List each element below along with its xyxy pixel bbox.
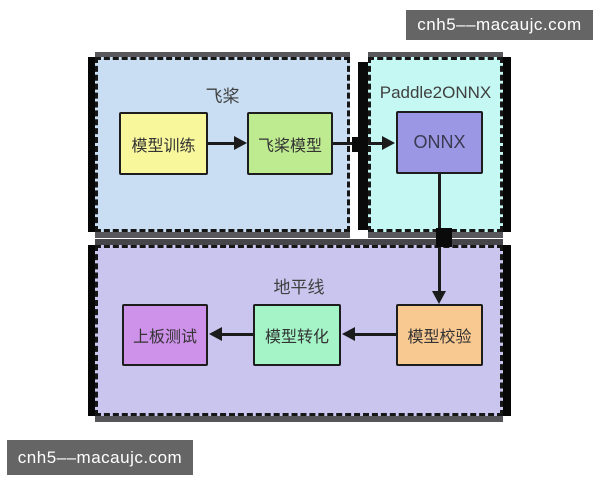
group-horizon-title: 地平线 <box>273 278 325 297</box>
arrow-verify-to-convert-line <box>355 333 396 336</box>
node-model-convert: 模型转化 <box>253 304 341 366</box>
arrow-train-to-model-line <box>208 142 236 145</box>
arrow-train-to-model-head <box>234 136 247 150</box>
connector-square-middle <box>436 228 452 247</box>
arrow-verify-to-convert-head <box>342 327 355 341</box>
arrow-model-to-onnx-head <box>382 136 395 150</box>
node-model-train: 模型训练 <box>119 112 208 175</box>
watermark-top: cnh5––macaujc.com <box>406 10 593 40</box>
node-board-test: 上板测试 <box>122 304 208 366</box>
group-paddle-title: 飞桨 <box>205 87 240 106</box>
node-model-verify: 模型校验 <box>396 304 483 366</box>
arrow-onnx-to-verify-head <box>432 291 446 304</box>
arrow-convert-to-board-head <box>209 327 222 341</box>
connector-square-top <box>352 137 368 152</box>
group-paddle2onnx-title: Paddle2ONNX <box>379 83 492 102</box>
node-paddle-model: 飞桨模型 <box>247 112 333 175</box>
node-onnx: ONNX <box>396 111 483 174</box>
watermark-bottom: cnh5––macaujc.com <box>7 440 193 475</box>
arrow-convert-to-board-line <box>222 333 253 336</box>
